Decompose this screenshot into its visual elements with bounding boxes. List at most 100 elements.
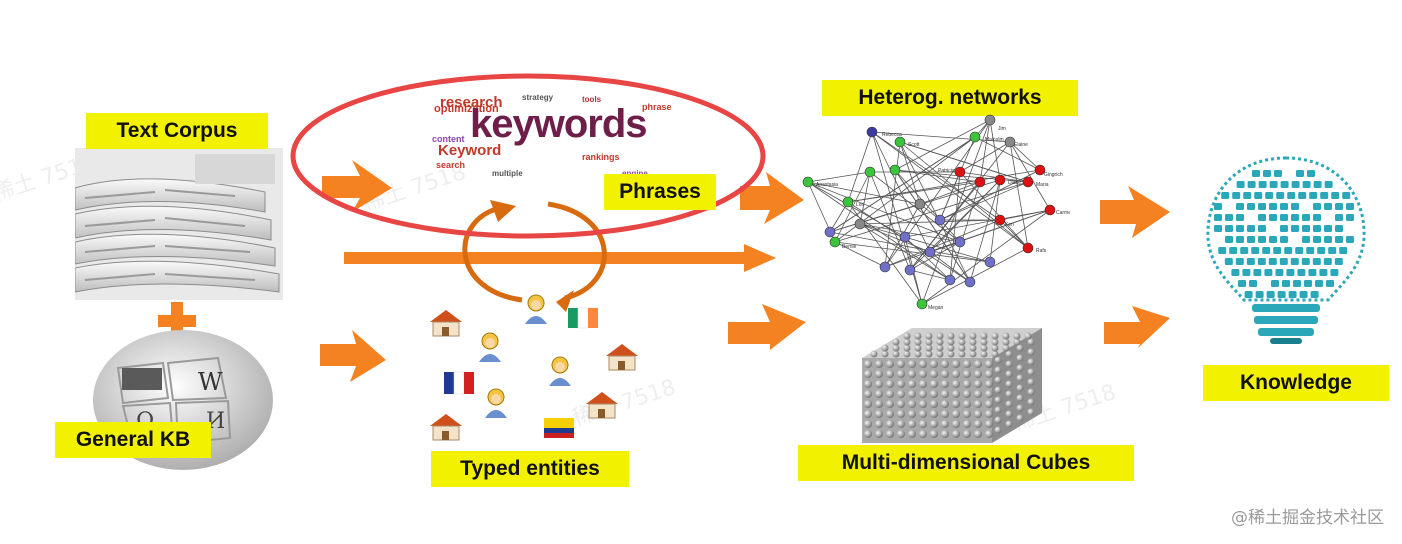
- network-edge: [871, 131, 923, 305]
- cube-node: [947, 338, 955, 346]
- bulb-tile: [1339, 247, 1348, 254]
- network-edge: [979, 119, 991, 183]
- bulb-tile: [1313, 181, 1322, 188]
- bulb-tile: [1313, 236, 1321, 243]
- cube-node: [969, 344, 977, 352]
- network-graph: RebeccaScottAnastasiaLoriBernieMeganPatr…: [802, 114, 1070, 311]
- cube-node: [936, 338, 944, 346]
- arrow-to-cubes: [728, 304, 806, 350]
- bulb-tile: [1274, 170, 1282, 177]
- bulb-tile: [1324, 181, 1333, 188]
- network-edge: [969, 179, 1001, 283]
- cube-node: [886, 380, 894, 388]
- network-node: [924, 246, 936, 258]
- bulb-tile: [1335, 203, 1343, 210]
- bulb-tile: [1309, 192, 1318, 199]
- heterog-networks-label: Heterog. networks: [822, 80, 1078, 116]
- network-node: [1044, 204, 1056, 216]
- cube-node: [1005, 360, 1013, 368]
- network-node: [934, 214, 946, 226]
- cube-node: [930, 400, 938, 408]
- cube-node: [886, 370, 894, 378]
- network-edge: [894, 169, 971, 283]
- bulb-tile: [1307, 170, 1315, 177]
- cube-node: [952, 380, 960, 388]
- cube-node: [1016, 394, 1024, 402]
- cube-node: [974, 370, 982, 378]
- cube-node: [963, 410, 971, 418]
- network-edge: [909, 241, 961, 271]
- cube-node: [897, 430, 905, 438]
- network-edge: [899, 141, 971, 283]
- network-node: [829, 236, 841, 248]
- flag-colombia: [544, 418, 574, 438]
- cube-node: [875, 380, 883, 388]
- bulb-tile: [1254, 192, 1263, 199]
- cube-node: [864, 380, 872, 388]
- network-node-label: Bernie: [842, 244, 857, 250]
- cube-node: [963, 400, 971, 408]
- cube-node: [936, 344, 944, 352]
- bulb-tile: [1268, 258, 1277, 265]
- network-edge: [894, 119, 991, 171]
- svg-text:multiple: multiple: [492, 169, 523, 178]
- bulb-tile: [1265, 192, 1274, 199]
- network-edge: [1009, 141, 1029, 249]
- bulb-tile: [1335, 236, 1343, 243]
- network-node: [904, 264, 916, 276]
- bulb-tile: [1238, 280, 1246, 287]
- cube-node: [994, 366, 1002, 374]
- network-edge: [847, 131, 873, 203]
- cube-node: [864, 430, 872, 438]
- cube-node: [919, 400, 927, 408]
- network-edge: [919, 181, 981, 205]
- network-node: [894, 136, 906, 148]
- bulb-tile: [1346, 203, 1354, 210]
- network-node: [842, 196, 854, 208]
- network-node: [944, 274, 956, 286]
- network-edge: [859, 223, 951, 281]
- cube-node: [958, 338, 966, 346]
- network-edge: [884, 119, 991, 268]
- bulb-tile: [1214, 225, 1222, 232]
- bulb-tile: [1290, 258, 1299, 265]
- network-node-label: Lori: [856, 202, 864, 208]
- network-edge: [829, 201, 849, 233]
- network-node: [1004, 136, 1016, 148]
- cube-node: [963, 430, 971, 438]
- network-edge: [939, 169, 1041, 221]
- svg-text:engine: engine: [622, 169, 648, 178]
- bulb-tile: [1271, 280, 1279, 287]
- bulb-tile: [1324, 225, 1332, 232]
- network-edge: [807, 181, 921, 205]
- network-edge: [859, 223, 931, 253]
- cube-node: [974, 430, 982, 438]
- bulb-tile: [1302, 181, 1311, 188]
- network-edge: [899, 141, 1029, 249]
- cube-node: [930, 380, 938, 388]
- cube-node: [886, 420, 894, 428]
- svg-text:rankings: rankings: [582, 152, 620, 162]
- cube-node: [991, 344, 999, 352]
- network-edge: [807, 181, 951, 281]
- bulb-tile: [1291, 181, 1300, 188]
- flag-france: [444, 371, 474, 395]
- bulb-tile: [1319, 269, 1328, 276]
- network-node-label: Rafs: [1036, 248, 1047, 254]
- cube-node: [914, 338, 922, 346]
- cube-node: [1005, 400, 1013, 408]
- cube-node: [919, 430, 927, 438]
- bulb-tile: [1258, 203, 1266, 210]
- cube-node: [908, 420, 916, 428]
- cube-node: [864, 400, 872, 408]
- cube-node: [941, 360, 949, 368]
- bulb-tile: [1293, 280, 1301, 287]
- cube-node: [985, 360, 993, 368]
- cube-node: [969, 350, 977, 358]
- cube-node: [974, 410, 982, 418]
- bulb-tile: [1320, 192, 1329, 199]
- bulb-tile: [1291, 225, 1299, 232]
- cube-node: [1005, 350, 1013, 358]
- cube-node: [897, 380, 905, 388]
- network-node-label: Maria: [1036, 182, 1049, 188]
